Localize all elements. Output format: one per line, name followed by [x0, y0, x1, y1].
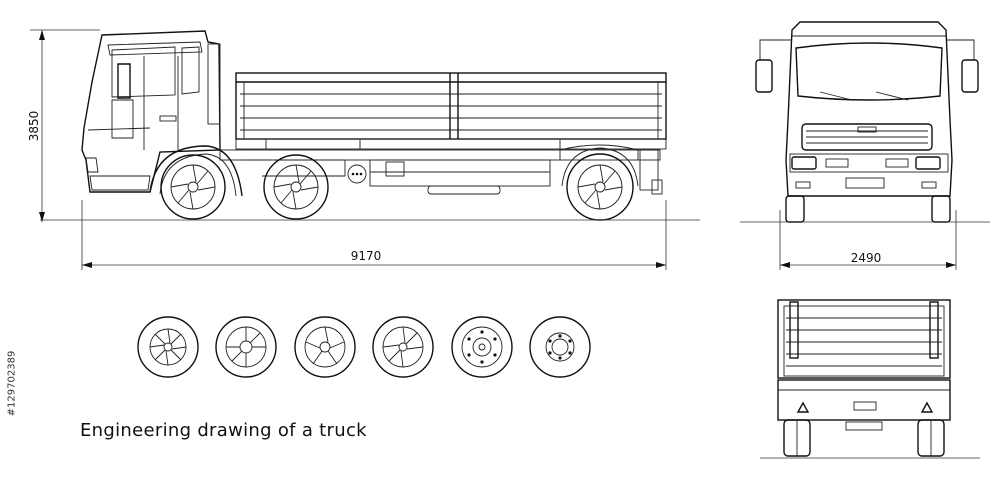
front-view [740, 21, 990, 223]
length-dimension: 9170 [81, 200, 667, 270]
side-wheel-middle [263, 154, 329, 220]
drawing-caption: Engineering drawing of a truck [80, 420, 367, 441]
wheel-rim-icon [294, 316, 356, 378]
wheel-rim-icon [529, 316, 591, 378]
width-dimension: 2490 [779, 210, 957, 270]
width-dimension-label: 2490 [851, 251, 882, 265]
side-wheel-front [160, 154, 226, 220]
side-view [40, 30, 700, 221]
length-dimension-label: 9170 [351, 249, 382, 263]
rear-view [760, 299, 980, 459]
hazard-triangle-icon [796, 401, 810, 413]
hazard-triangle-icon [920, 401, 934, 413]
wheel-variants [137, 316, 591, 378]
wheel-rim-icon [372, 316, 434, 378]
stock-id: #129702389 [6, 350, 18, 417]
height-dimension-label: 3850 [27, 111, 41, 142]
height-dimension: 3850 [27, 29, 100, 222]
wheel-rim-icon [215, 316, 277, 378]
wheel-rim-icon [451, 316, 513, 378]
side-wheel-rear [566, 153, 634, 221]
wheel-rim-icon [137, 316, 199, 378]
